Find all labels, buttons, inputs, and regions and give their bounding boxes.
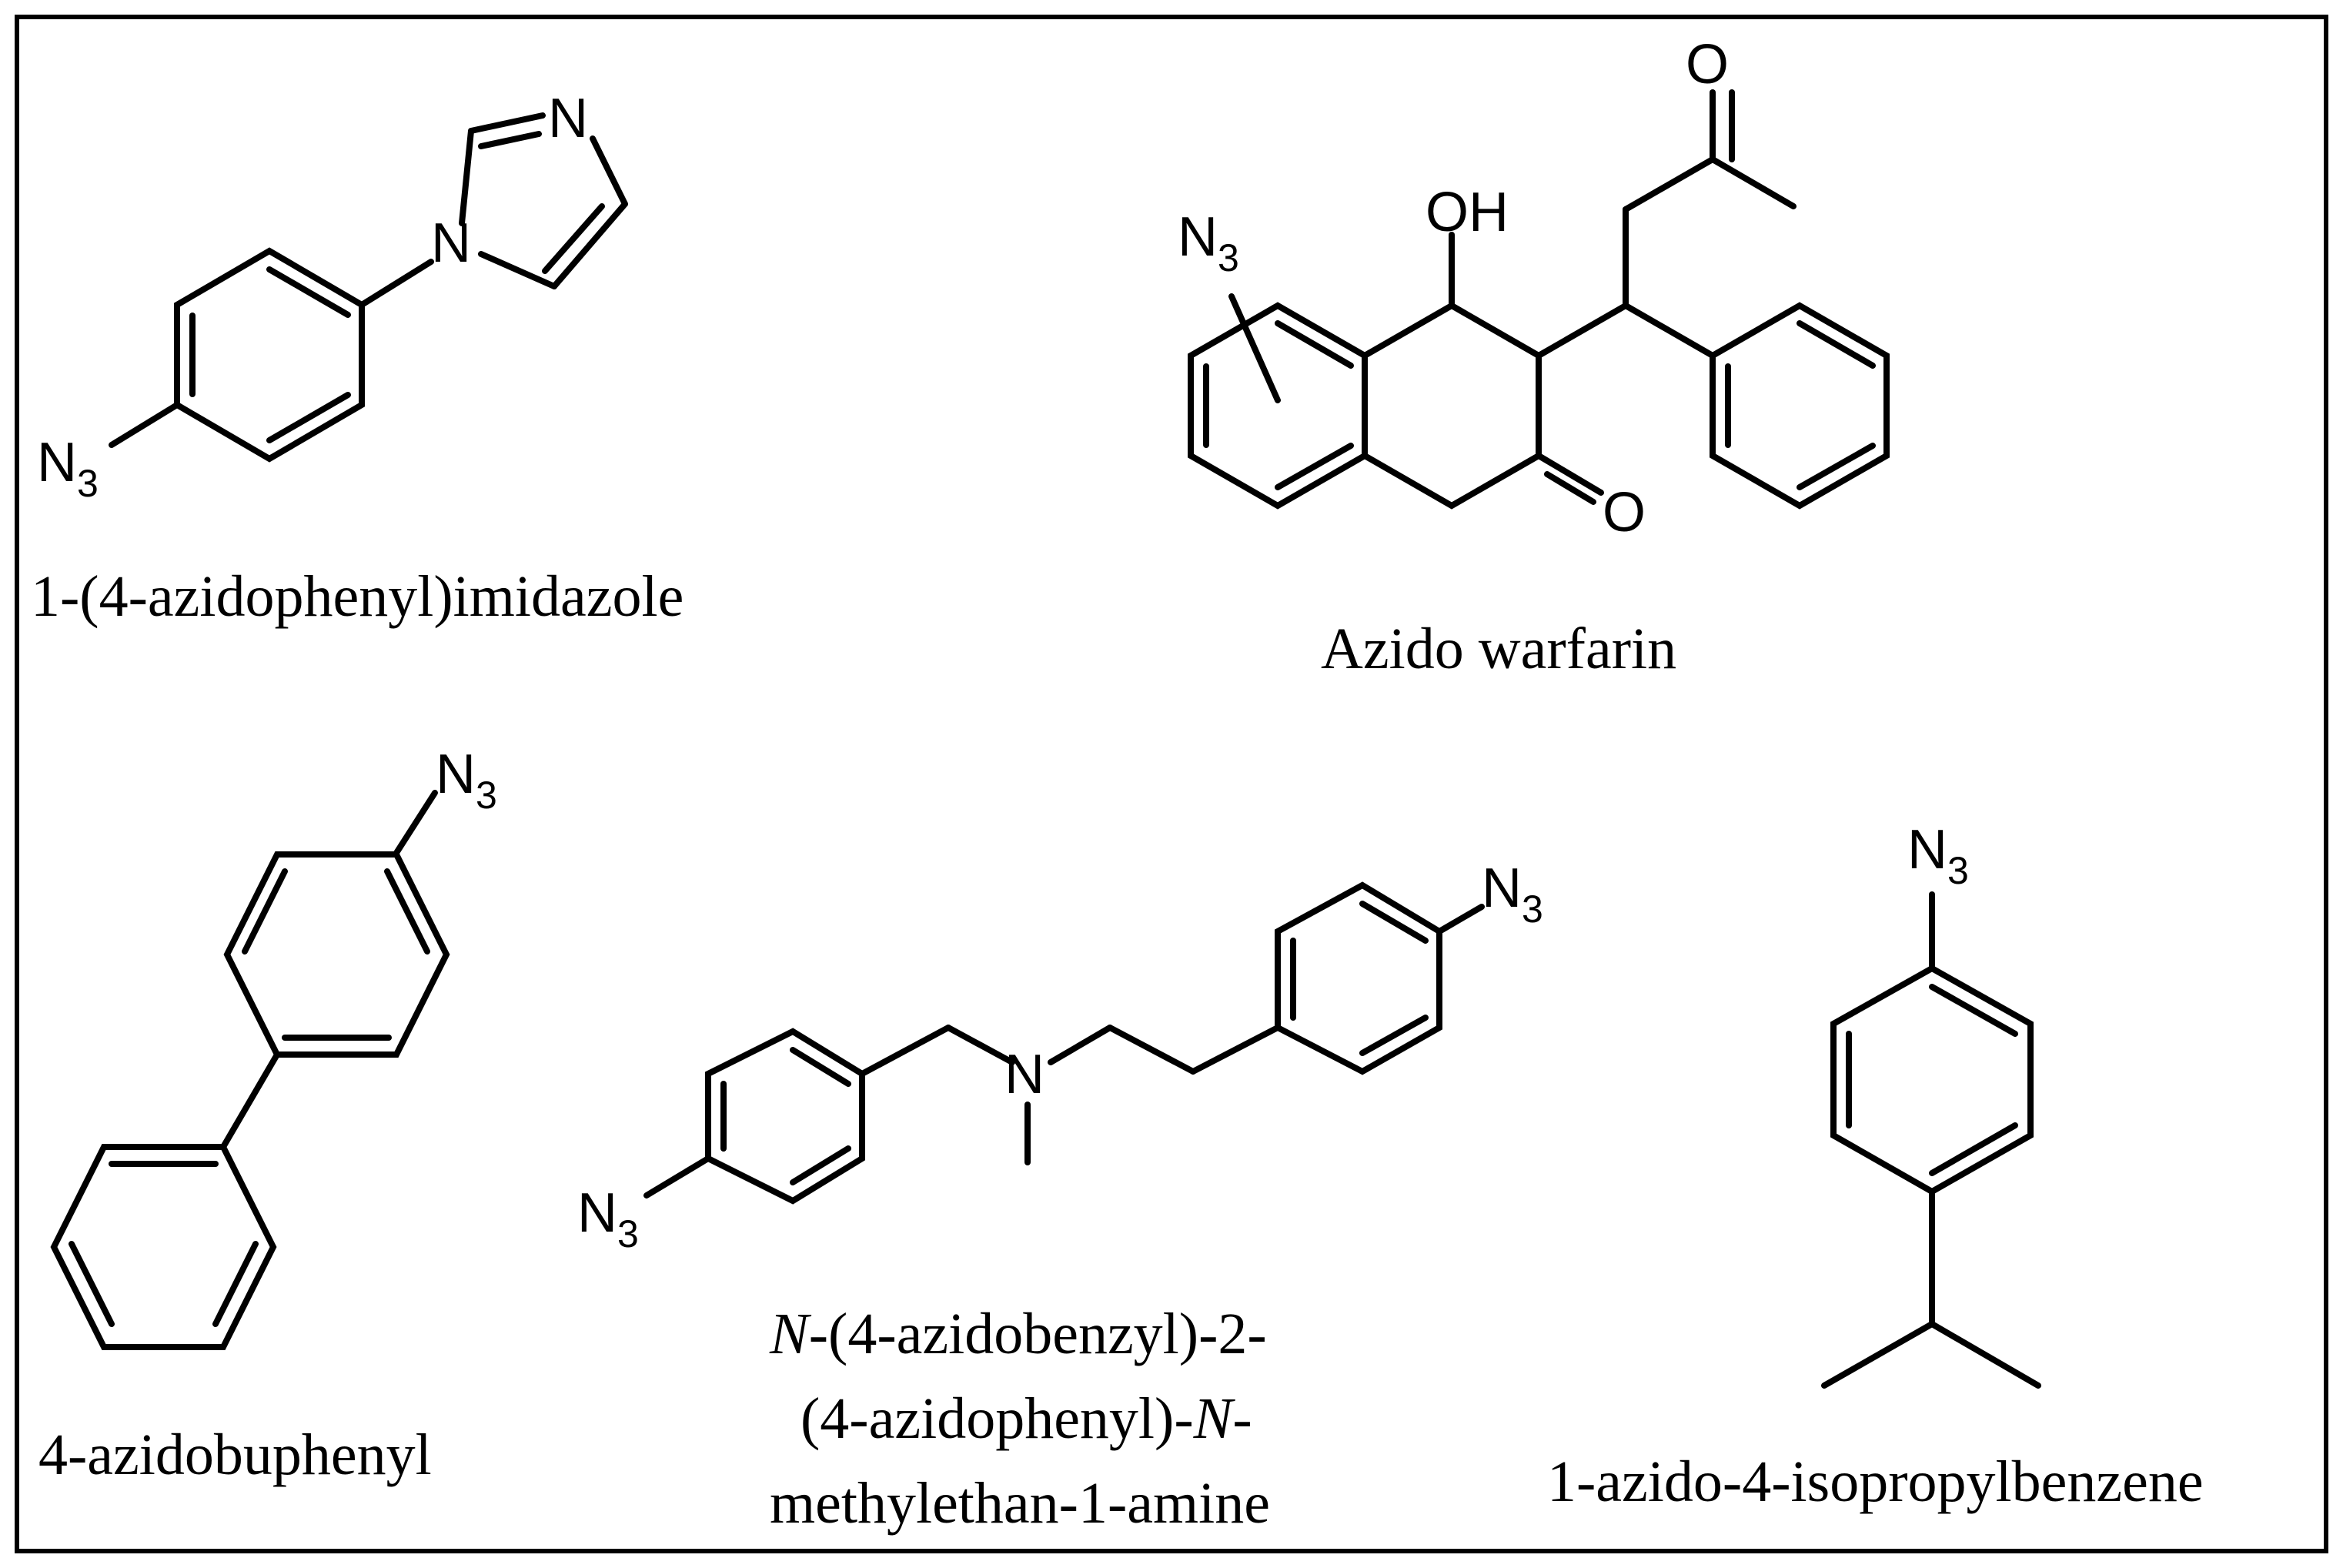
isopropyl-methyl-right [1929,1321,2041,1389]
left-benzene-ring [705,1028,865,1205]
azide-bond [1228,293,1281,403]
compound-azidophenyl-imidazole: N N N 3 1-(4-azidophenyl)imidazole [31,88,684,629]
atom-azide-subscript-left: 3 [617,1212,639,1255]
atom-azide-subscript: 3 [476,774,497,817]
ch-bond [1536,303,1629,359]
figure-border [15,15,2328,1553]
compound-azido-isopropylbenzene: N 3 1-azido-4-isopropylbenzene [1547,819,2204,1514]
compound-caption: 1-(4-azidophenyl)imidazole [31,564,684,629]
atom-hydroxyl: OH [1426,182,1509,243]
atom-n-ring-top: N [548,88,588,149]
compound-caption-line-2: (4-azidophenyl)-N- [800,1386,1252,1451]
compound-caption: 1-azido-4-isopropylbenzene [1547,1449,2204,1514]
atom-side-ketone-o: O [1686,34,1729,95]
ring-ketone-bond-2 [1544,471,1596,505]
atom-azide-n: N [1907,819,1947,881]
compound-azidobiphenyl: N 3 4-azidobuphenyl [38,744,497,1487]
upper-benzene-ring [223,851,450,1058]
atom-azide-n: N [436,744,476,805]
n-ethyl-bond [1048,1025,1113,1065]
compound-azido-warfarin: OH O O N 3 Azido warfarin [1178,34,1890,681]
atom-azide-subscript: 3 [1218,236,1239,279]
biaryl-bond [220,1051,280,1150]
atom-azide-subscript: 3 [1947,849,1969,892]
ch2-carbonyl-bond [1623,156,1716,212]
compound-caption: 4-azidobuphenyl [38,1423,432,1487]
benzyl-n-bond [945,1025,1015,1065]
ring-ketone-bond-1 [1536,453,1604,496]
atom-azide-n: N [37,432,77,493]
imidazole-ring [459,112,628,289]
fused-benzene-ring [1188,302,1368,510]
atom-n-ring-left: N [431,212,471,274]
atom-azide-n-left: N [577,1182,617,1244]
aryl-imidazole-bond [359,259,434,308]
azide-bond [393,790,438,856]
atom-amine-n: N [1004,1044,1044,1105]
left-azide-bond [643,1155,711,1199]
atom-azide-subscript: 3 [77,462,99,505]
atom-azide-subscript-right: 3 [1522,888,1543,931]
atom-ring-ketone-o: O [1603,482,1646,543]
carbonyl-methyl-bond [1710,156,1797,209]
ethyl-bond [1107,1025,1196,1075]
phenyl-bond [1623,303,1716,359]
atom-azide-n: N [1178,206,1218,268]
cyclohexanone-ring [1362,302,1542,510]
isopropyl-methyl-left [1821,1321,1935,1389]
benzene-ring [174,247,365,463]
benzene-ring [1830,965,2034,1195]
compound-bis-azido-amine: N 3 N N 3 N-(4-azidobenzyl)-2- (4-azidop… [577,858,1543,1536]
phenyl-ring [1710,302,1890,510]
right-azide-bond [1436,904,1485,934]
benzyl-bond [859,1025,951,1077]
azide-bond [109,402,180,448]
ethyl-aryl-bond [1190,1025,1281,1075]
lower-benzene-ring [50,1144,277,1350]
compound-caption-line-3: methylethan-1-amine [770,1471,1270,1536]
right-benzene-ring [1275,881,1442,1075]
compound-caption: Azido warfarin [1321,617,1676,681]
atom-azide-n-right: N [1482,858,1522,919]
compound-caption-line-1: N-(4-azidobenzyl)-2- [769,1302,1267,1366]
